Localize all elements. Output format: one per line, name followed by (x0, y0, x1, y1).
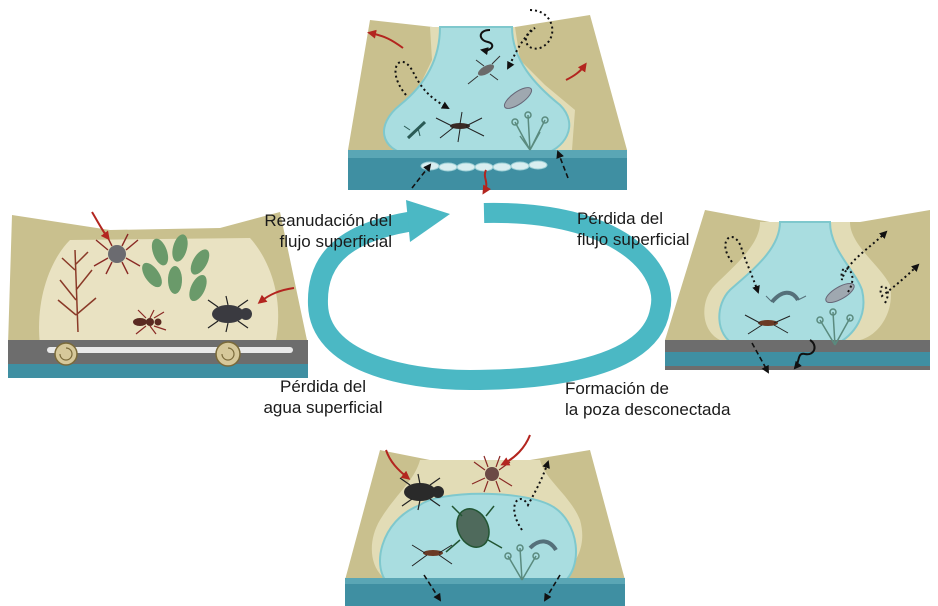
flowing-stream-panel (348, 10, 627, 192)
rewetting-label-line1: Reanudación del (222, 210, 392, 231)
pool-formation-label: Formación de la poza desconectada (565, 378, 730, 420)
water-loss-label-line1: Pérdida del (248, 376, 398, 397)
flow-loss-label-line1: Pérdida del (577, 208, 689, 229)
rewetting-label-line2: flujo superficial (222, 231, 392, 252)
snail-shell-icon (55, 343, 77, 365)
rewetting-label: Reanudación del flujo superficial (222, 210, 392, 252)
flow-loss-label: Pérdida del flujo superficial (577, 208, 689, 250)
pool-formation-label-line2: la poza desconectada (565, 399, 730, 420)
pool-formation-label-line1: Formación de (565, 378, 730, 399)
flow-loss-label-line2: flujo superficial (577, 229, 689, 250)
cycle-arrowhead (406, 200, 450, 242)
colonisation-red-arrow-right (503, 435, 530, 464)
snail-shell-icon (216, 342, 240, 366)
drying-pool-panel (345, 435, 625, 606)
water-loss-label: Pérdida del agua superficial (248, 376, 398, 418)
disconnected-pool-panel (665, 210, 930, 372)
water-loss-label-line2: agua superficial (248, 397, 398, 418)
